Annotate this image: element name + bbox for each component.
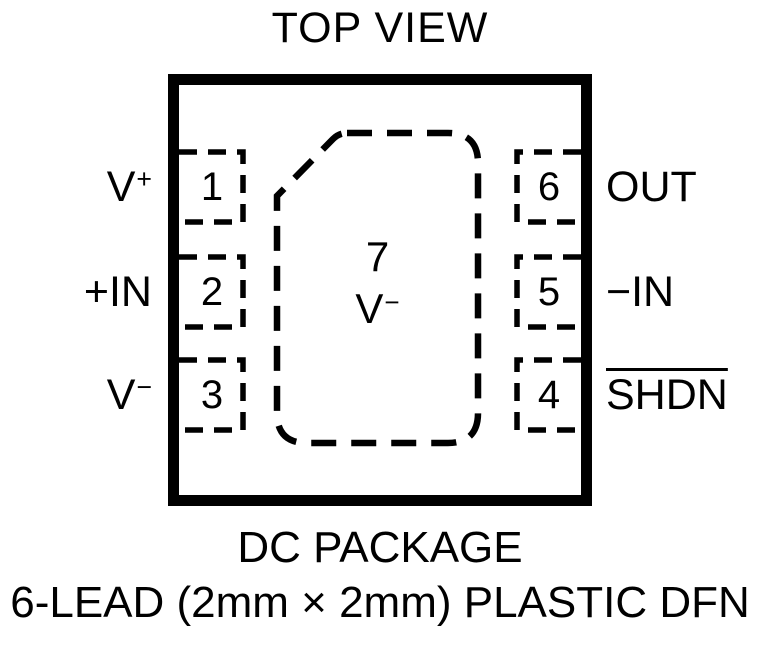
pin-number-4: 4 (537, 372, 561, 417)
pin-pad-5 (514, 254, 581, 330)
pin-label-vplus-sup: + (136, 164, 152, 195)
pin-pad-2 (179, 254, 246, 330)
package-name-caption: DC PACKAGE (237, 523, 523, 572)
pin-label-minus-in: −IN (606, 268, 675, 316)
pin-number-6: 6 (537, 164, 561, 209)
pin-label-vminus-base: V (106, 371, 136, 419)
pin-label-vminus-sup: − (136, 372, 152, 403)
exposed-pad-label-sup: − (384, 286, 400, 317)
pin-label-out: OUT (606, 163, 697, 211)
pin-label-shdn: SHDN (606, 371, 728, 419)
pin-number-3: 3 (200, 372, 224, 417)
exposed-pad-outline (273, 129, 482, 447)
exposed-pad-label: V− (277, 284, 478, 339)
exposed-pad-number: 7 (365, 233, 390, 280)
package-body-outline (168, 74, 592, 506)
pin-number-2: 2 (200, 269, 224, 314)
package-description-caption: 6-LEAD (2mm × 2mm) PLASTIC DFN (10, 578, 750, 627)
pin-label-plus-in: +IN (83, 268, 152, 316)
exposed-pad-label-base: V (355, 285, 384, 332)
pin-label-vplus-base: V (106, 163, 136, 211)
pin-number-1: 1 (200, 164, 224, 209)
pin-pad-1 (179, 149, 246, 225)
pin-pad-4 (514, 357, 581, 433)
pin-pad-6 (514, 149, 581, 225)
pin-pad-3 (179, 357, 246, 433)
pin-number-5: 5 (537, 269, 561, 314)
pin-label-vplus: V+ (4, 160, 152, 214)
top-view-title: TOP VIEW (271, 4, 489, 52)
pin-label-vminus: V− (4, 368, 152, 422)
